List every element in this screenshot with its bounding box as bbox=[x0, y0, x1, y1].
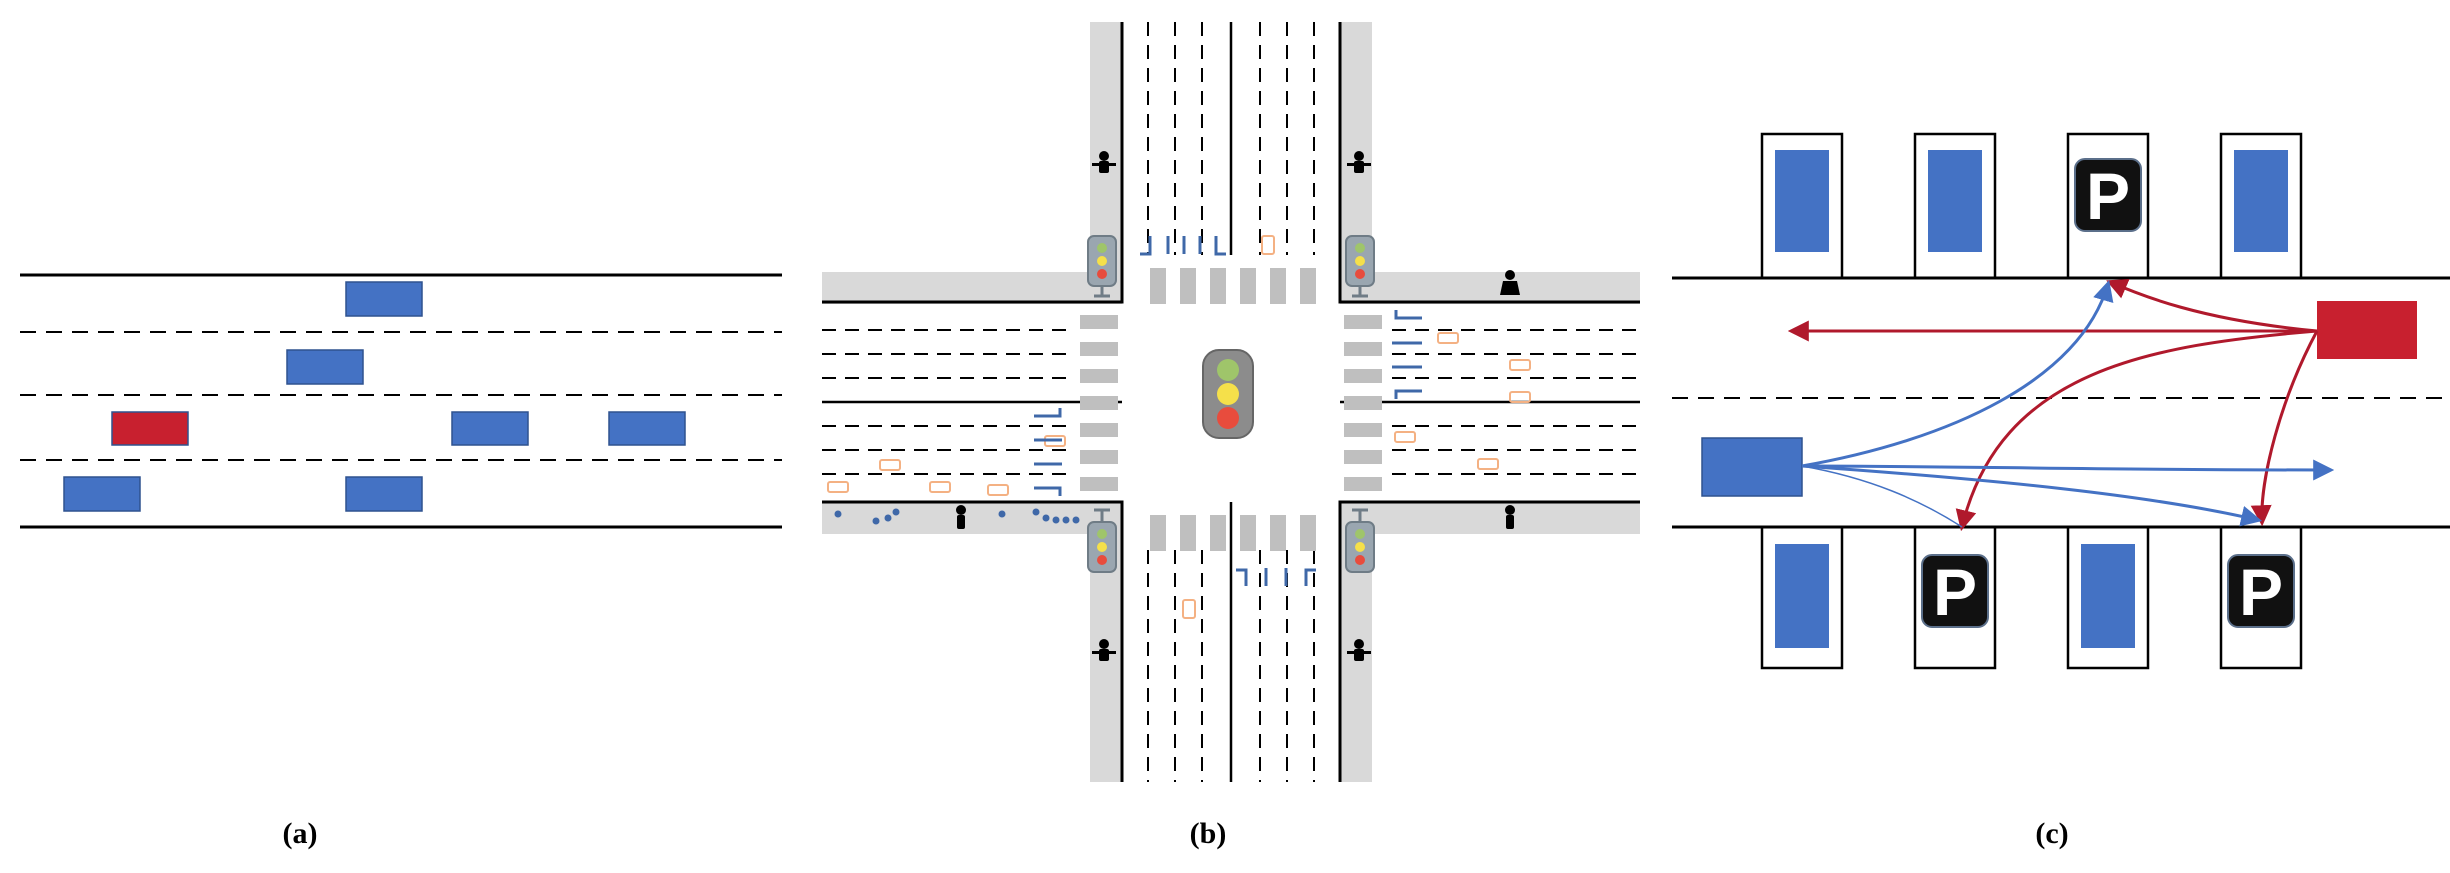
sidewalk bbox=[822, 272, 1122, 304]
pedestrian-icon bbox=[1505, 505, 1515, 529]
vehicle-blue bbox=[63, 476, 141, 512]
traffic-light-icon bbox=[1202, 349, 1254, 439]
panel-b-intersection bbox=[822, 22, 1640, 782]
panel-c-parking: P P P bbox=[1672, 132, 2450, 670]
panel-c-caption: (c) bbox=[2035, 817, 2068, 850]
panel-b-caption: (b) bbox=[1190, 817, 1227, 850]
crosswalk-south bbox=[1150, 515, 1316, 551]
vehicle-blue bbox=[345, 476, 423, 512]
panel-a-highway bbox=[20, 273, 782, 529]
pedestrian-icon bbox=[956, 505, 966, 529]
parking-slot bbox=[2066, 527, 2150, 670]
vehicle-blue bbox=[451, 411, 529, 446]
lane-arrow-icon bbox=[1034, 236, 1422, 586]
vehicle-blue bbox=[608, 411, 686, 446]
pedestrian-marker-icon bbox=[827, 235, 1531, 619]
pedestrian-icon bbox=[1500, 270, 1520, 295]
pedestrian-icon bbox=[1092, 639, 1116, 661]
traffic-light-icon bbox=[1087, 235, 1117, 298]
ego-vehicle-red bbox=[111, 411, 189, 446]
svg-text:P: P bbox=[2086, 159, 2130, 233]
svg-text:P: P bbox=[2239, 555, 2283, 629]
parking-slot bbox=[2219, 132, 2303, 278]
parking-sign-icon: P bbox=[2227, 554, 2295, 629]
vehicle-blue bbox=[286, 349, 364, 385]
svg-text:P: P bbox=[1933, 555, 1977, 629]
vehicle-blue bbox=[1701, 437, 1803, 497]
crosswalk-west bbox=[1080, 315, 1118, 491]
parking-slot: P bbox=[2066, 132, 2150, 278]
parking-sign-icon: P bbox=[2074, 158, 2142, 233]
trajectory-arrow bbox=[1787, 279, 2319, 532]
parking-sign-icon: P bbox=[1921, 554, 1989, 629]
crosswalk-north bbox=[1150, 268, 1316, 304]
panel-a-caption: (a) bbox=[283, 817, 318, 850]
ego-vehicle-red bbox=[2317, 301, 2417, 359]
sidewalk bbox=[822, 502, 1122, 534]
pedestrian-icon bbox=[1347, 639, 1371, 661]
parking-slot bbox=[1913, 132, 1997, 278]
trajectory-arrow bbox=[1801, 279, 2335, 527]
pedestrian-icon bbox=[1347, 151, 1371, 173]
vehicle-blue bbox=[345, 281, 423, 317]
sidewalk bbox=[1340, 502, 1640, 534]
crosswalk-east bbox=[1344, 315, 1382, 491]
traffic-light-icon bbox=[1345, 508, 1375, 573]
parking-slot bbox=[1760, 132, 1844, 278]
traffic-light-icon bbox=[1345, 235, 1375, 298]
trajectory-arrow bbox=[1801, 465, 1963, 528]
parking-slot: P bbox=[1913, 527, 1997, 670]
pedestrian-crowd bbox=[834, 508, 1080, 525]
parking-slot: P bbox=[2219, 527, 2303, 670]
sidewalk bbox=[1340, 272, 1640, 304]
traffic-light-icon bbox=[1087, 508, 1117, 573]
parking-slot bbox=[1760, 527, 1844, 670]
pedestrian-icon bbox=[1092, 151, 1116, 173]
